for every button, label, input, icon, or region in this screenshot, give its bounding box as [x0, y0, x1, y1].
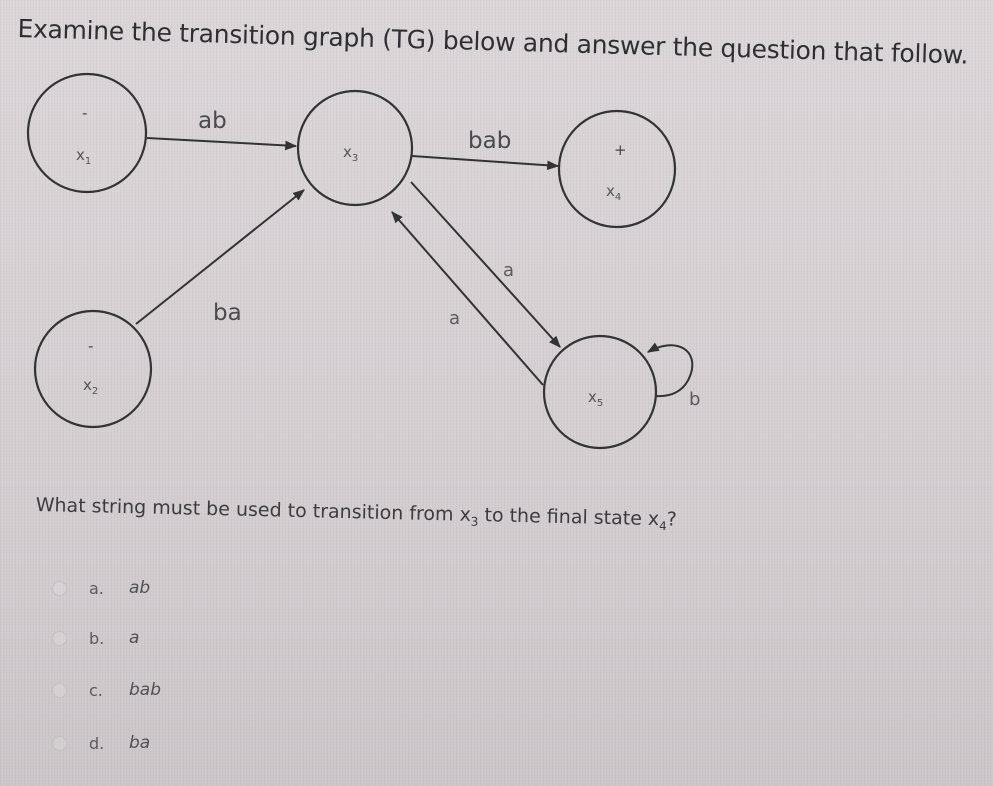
state-x1-start-marker: -	[82, 104, 88, 122]
state-x4-name: x	[606, 182, 615, 200]
state-x1-sub: 1	[84, 156, 92, 167]
edge-label-x3-x5: a	[503, 260, 515, 281]
state-x3-circle	[296, 89, 414, 207]
option-a-radio[interactable]	[52, 580, 67, 596]
edge-x2-x3	[135, 189, 305, 325]
edge-label-x3-x4: bab	[468, 128, 512, 154]
question-prefix: What string must be used to transition f…	[35, 494, 460, 526]
option-d-letter: d.	[89, 733, 105, 753]
state-x2-name: x	[83, 376, 92, 394]
edge-label-x5-x3: a	[449, 308, 461, 329]
question-from-sub: 3	[470, 514, 479, 529]
option-d-text: ba	[129, 733, 151, 753]
edge-x3-x5	[410, 181, 561, 348]
state-x5-name: x	[588, 388, 597, 406]
option-b-text: a	[129, 628, 140, 648]
question-from-state: x	[459, 503, 472, 526]
state-x2-start-marker: -	[88, 337, 94, 355]
edge-label-x2-x3: ba	[213, 300, 242, 326]
edge-x5-x3	[391, 211, 544, 386]
state-x4-label: x4	[606, 182, 621, 203]
question-middle: to the final state	[478, 504, 649, 530]
transition-graph-svg	[26, 72, 694, 450]
state-x4-circle	[557, 109, 677, 229]
option-d[interactable]: d. ba	[52, 733, 150, 753]
question-suffix: ?	[666, 508, 678, 531]
option-c[interactable]: c. bab	[52, 680, 161, 700]
option-c-letter: c.	[89, 680, 103, 700]
option-b[interactable]: b. a	[52, 628, 139, 648]
state-x5-label: x5	[588, 388, 603, 409]
edge-x5-self-loop	[646, 342, 694, 398]
edge-x1-x3	[146, 137, 298, 151]
state-x3-label: x3	[343, 143, 358, 164]
state-x1-circle	[26, 72, 148, 194]
state-x2-label: x2	[83, 376, 98, 397]
state-x2-sub: 2	[91, 386, 99, 397]
state-x5-circle	[542, 334, 658, 450]
state-x2-circle	[33, 309, 153, 429]
transition-graph: - x1 - x2 x3 + x4 x5 ab ba bab a a b	[26, 72, 701, 450]
option-a[interactable]: a. ab	[52, 578, 150, 598]
option-c-radio[interactable]	[52, 682, 67, 698]
edge-label-x5-loop: b	[689, 389, 701, 410]
option-d-radio[interactable]	[52, 735, 67, 751]
state-x3-name: x	[343, 143, 352, 161]
state-x4-final-marker: +	[614, 141, 627, 159]
state-x1-name: x	[76, 146, 85, 164]
option-b-letter: b.	[89, 628, 105, 648]
state-x5-sub: 5	[596, 398, 604, 409]
option-c-text: bab	[129, 680, 161, 700]
state-x1-label: x1	[76, 146, 91, 167]
edge-x3-x4	[411, 155, 560, 171]
option-b-radio[interactable]	[52, 630, 67, 646]
question-to-state: x	[647, 507, 660, 531]
edge-label-x1-x3: ab	[198, 108, 227, 134]
state-x4-sub: 4	[614, 192, 622, 203]
option-a-text: ab	[129, 578, 151, 598]
option-a-letter: a.	[89, 578, 104, 598]
state-x3-sub: 3	[351, 153, 359, 164]
question-text: What string must be used to transition f…	[35, 494, 678, 533]
